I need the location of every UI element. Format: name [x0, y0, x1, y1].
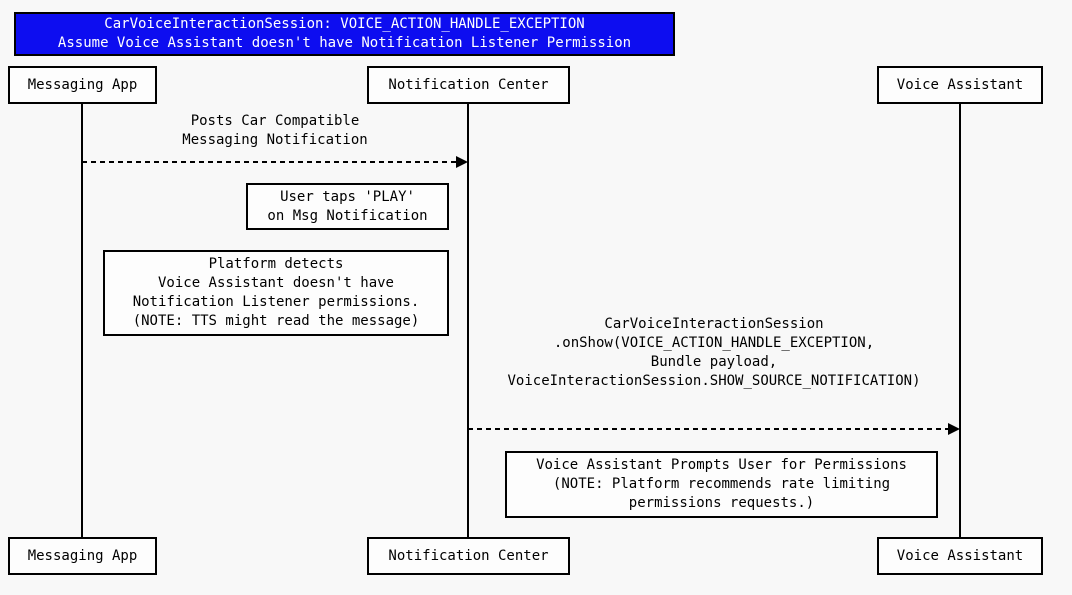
diagram-title-line2: Assume Voice Assistant doesn't have Noti… — [57, 35, 632, 51]
message-2-label-line2: .onShow(VOICE_ACTION_HANDLE_EXCEPTION, — [553, 335, 875, 351]
participant-bottom-notification-center: Notification Center — [367, 537, 570, 575]
participant-top-messaging-app: Messaging App — [8, 66, 157, 104]
participant-label: Voice Assistant — [896, 77, 1024, 93]
participant-bottom-messaging-app: Messaging App — [8, 537, 157, 575]
diagram-title-line1: CarVoiceInteractionSession: VOICE_ACTION… — [104, 16, 585, 32]
note-line: Notification Listener permissions. — [132, 294, 420, 310]
participant-label: Messaging App — [27, 77, 138, 93]
note-line: (NOTE: TTS might read the message) — [132, 313, 420, 329]
participant-label: Notification Center — [388, 548, 549, 564]
note-voice-assistant-prompts: Voice Assistant Prompts User for Permiss… — [505, 451, 938, 518]
message-2-label-line3: Bundle payload, — [650, 354, 778, 370]
note-line: Voice Assistant Prompts User for Permiss… — [536, 457, 907, 473]
participant-label: Messaging App — [27, 548, 138, 564]
note-line: Platform detects — [208, 256, 344, 272]
lifeline-voice-assistant — [959, 104, 961, 538]
participant-bottom-voice-assistant: Voice Assistant — [877, 537, 1043, 575]
message-2-label-line4: VoiceInteractionSession.SHOW_SOURCE_NOTI… — [507, 373, 921, 389]
message-1-label: Posts Car Compatible Messaging Notificat… — [82, 112, 468, 150]
message-2-label: CarVoiceInteractionSession .onShow(VOICE… — [468, 315, 960, 391]
note-platform-detects: Platform detects Voice Assistant doesn't… — [103, 250, 449, 336]
message-1-arrow — [82, 156, 468, 168]
note-line: Voice Assistant doesn't have — [157, 275, 394, 291]
note-line: on Msg Notification — [267, 207, 428, 224]
message-1-label-line1: Posts Car Compatible — [190, 113, 360, 129]
participant-top-notification-center: Notification Center — [367, 66, 570, 104]
note-line: (NOTE: Platform recommends rate limiting — [552, 476, 891, 492]
message-2-arrowhead-icon — [948, 423, 960, 435]
note-line: User taps 'PLAY' — [280, 188, 415, 205]
participant-label: Voice Assistant — [896, 548, 1024, 564]
participant-label: Notification Center — [388, 77, 549, 93]
note-line: permissions requests.) — [628, 495, 815, 511]
message-2-arrow — [468, 423, 960, 435]
lifeline-notification-center — [467, 104, 469, 538]
diagram-title: CarVoiceInteractionSession: VOICE_ACTION… — [14, 12, 675, 56]
participant-top-voice-assistant: Voice Assistant — [877, 66, 1043, 104]
lifeline-messaging-app — [81, 104, 83, 538]
message-2-label-line1: CarVoiceInteractionSession — [604, 316, 824, 332]
message-1-arrowhead-icon — [456, 156, 468, 168]
message-1-arrow-line — [82, 161, 458, 163]
note-user-taps-play: User taps 'PLAY' on Msg Notification — [246, 183, 449, 230]
message-2-arrow-line — [468, 428, 950, 430]
message-1-label-line2: Messaging Notification — [182, 132, 368, 148]
